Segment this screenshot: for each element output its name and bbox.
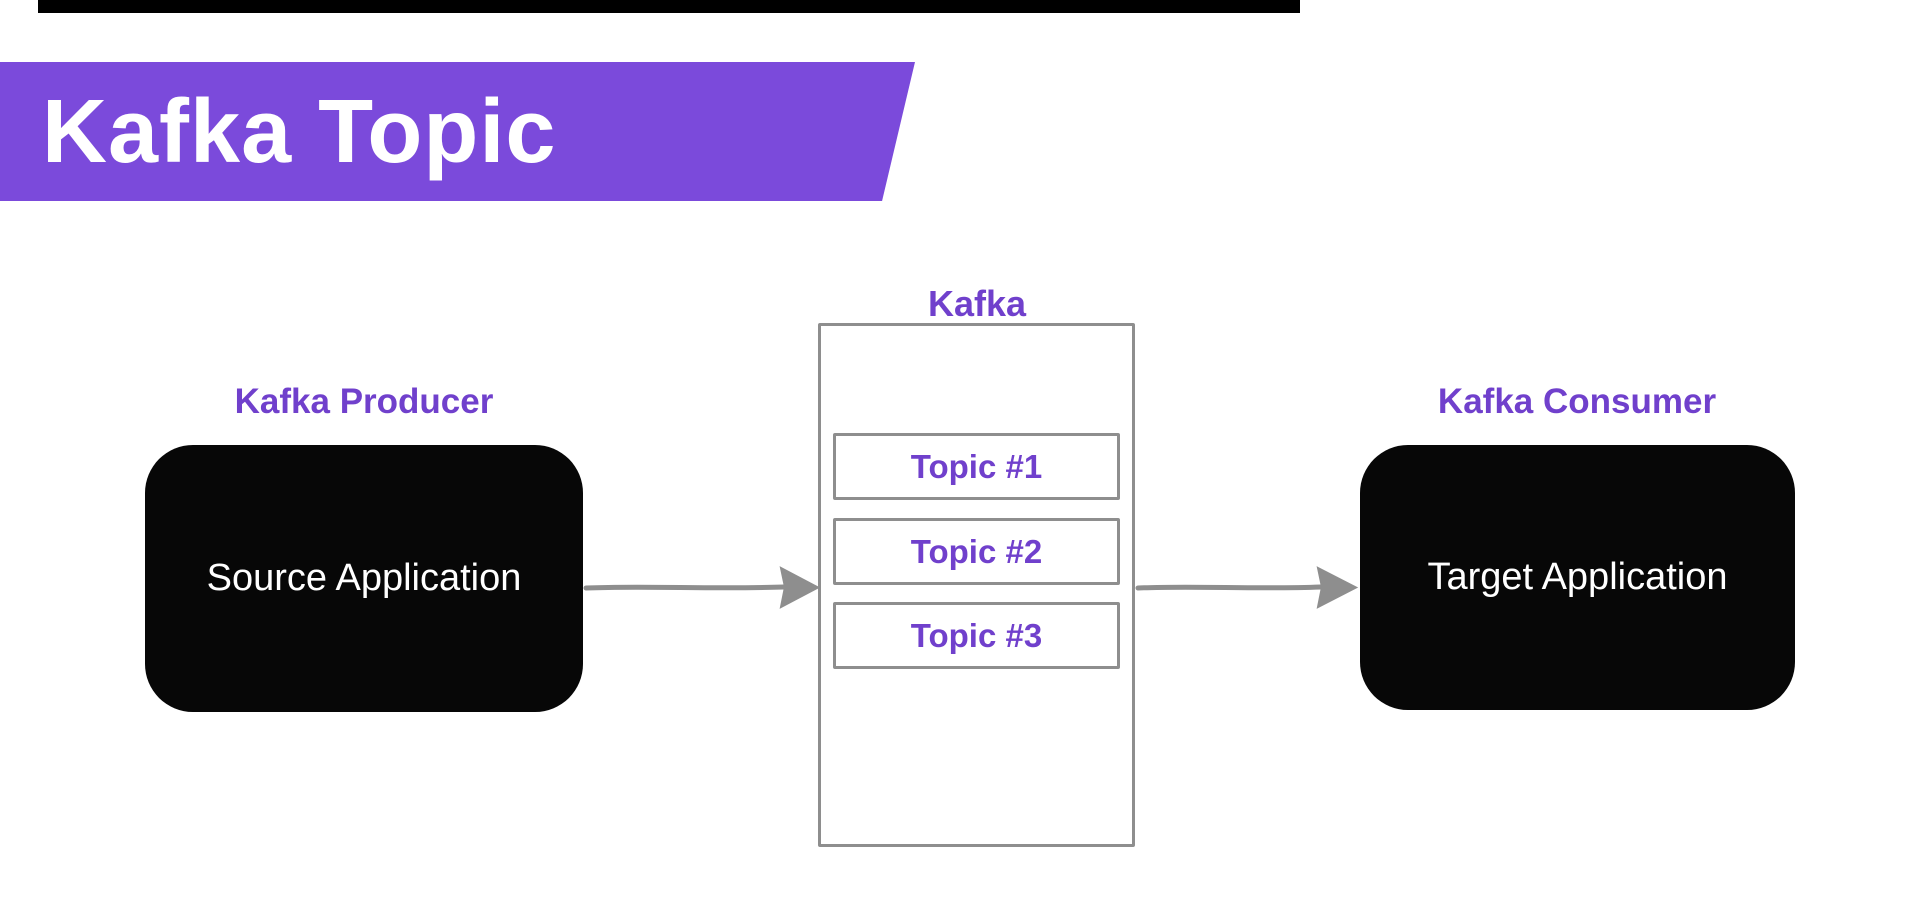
topic-1-label: Topic #1 [910, 447, 1043, 485]
topic-box-3: Topic #3 [833, 602, 1120, 669]
top-bar [38, 0, 1300, 13]
producer-label: Kafka Producer [234, 382, 494, 421]
title-banner: Kafka Topic [0, 62, 915, 201]
topic-3-label: Topic #3 [910, 616, 1043, 654]
producer-to-kafka-arrow [583, 566, 821, 609]
target-application-text: Target Application [1427, 556, 1728, 598]
kafka-to-consumer-arrow [1135, 566, 1359, 609]
target-application-box: Target Application [1360, 445, 1795, 710]
consumer-label: Kafka Consumer [1437, 382, 1717, 421]
source-application-box: Source Application [145, 445, 583, 712]
kafka-broker-box: Topic #1 Topic #2 Topic #3 [818, 323, 1135, 847]
topic-box-2: Topic #2 [833, 518, 1120, 585]
topic-box-1: Topic #1 [833, 433, 1120, 500]
topic-2-label: Topic #2 [910, 532, 1043, 570]
kafka-label: Kafka [927, 283, 1027, 324]
slide-title: Kafka Topic [42, 81, 557, 182]
source-application-text: Source Application [206, 557, 522, 599]
